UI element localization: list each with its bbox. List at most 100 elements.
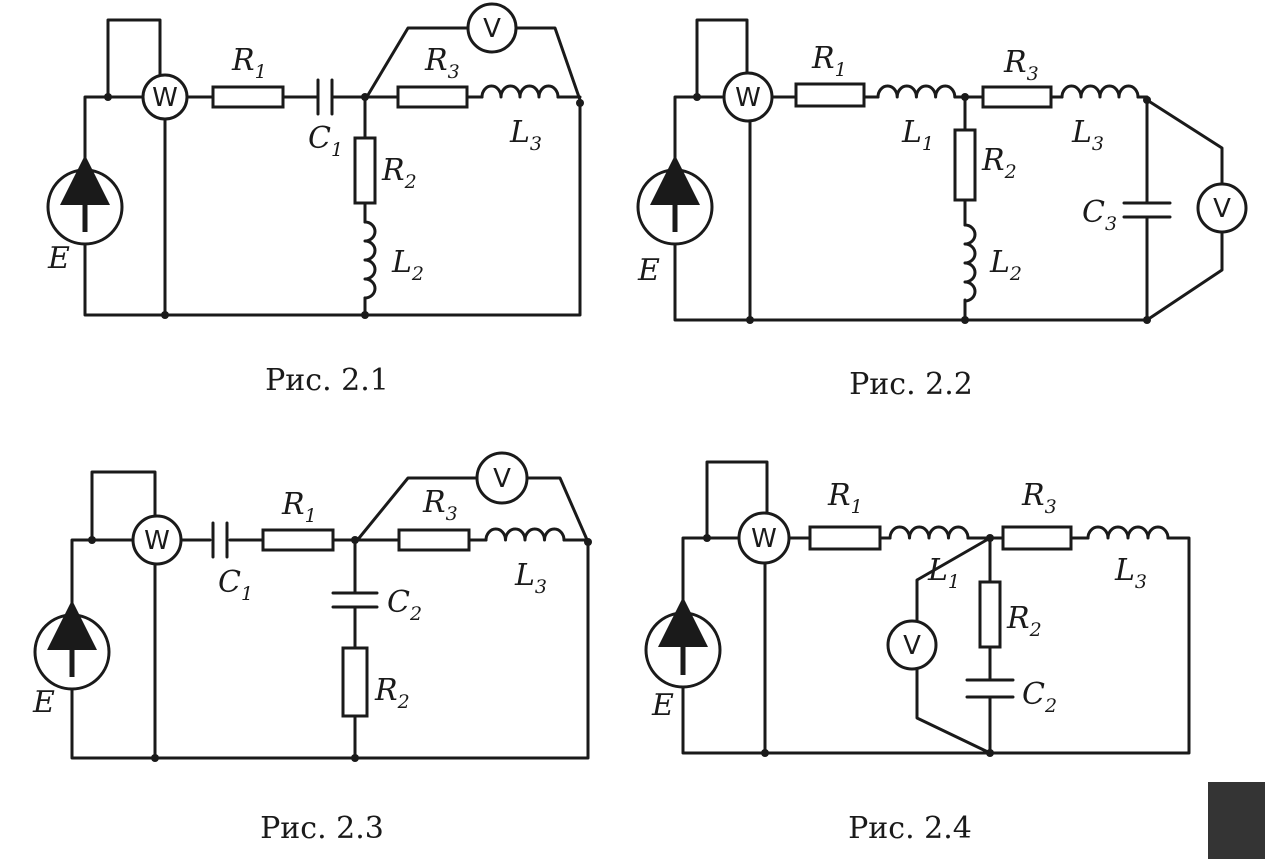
fig4-label-r1: R1 xyxy=(827,478,863,518)
fig1-voltmeter-label: V xyxy=(483,14,501,44)
fig2-capacitor-c3 xyxy=(1122,173,1172,247)
fig2-label-r1: R1 xyxy=(811,41,847,81)
fig2-voltmeter-label: V xyxy=(1213,194,1231,224)
figure-2-4: W V E R1 L1 R3 L3 R2 C2 Рис. 2.4 xyxy=(644,460,1191,846)
fig4-resistor-r1 xyxy=(808,525,882,551)
fig4-inductor-l1 xyxy=(888,525,970,540)
fig3-capacitor-c1 xyxy=(211,521,229,559)
fig1-label-r2: R2 xyxy=(381,153,417,193)
fig1-label-e: E xyxy=(47,241,70,276)
fig1-inductor-l2 xyxy=(363,220,377,300)
fig2-caption: Рис. 2.2 xyxy=(849,367,973,402)
fig2-junction-dot xyxy=(693,93,701,101)
fig2-resistor-r3 xyxy=(981,85,1053,109)
fig4-caption: Рис. 2.4 xyxy=(848,811,972,846)
fig2-label-l1: L1 xyxy=(901,115,934,155)
fig1-junction-dot xyxy=(104,93,112,101)
figure-2-1: W V E R1 C1 R3 L3 R2 L2 Рис. 2.1 xyxy=(46,2,584,398)
scan-smudge xyxy=(1208,782,1265,859)
fig4-voltmeter-label: V xyxy=(903,631,921,661)
fig3-label-e: E xyxy=(32,685,55,720)
fig2-inductor-l3 xyxy=(1060,84,1140,99)
fig1-label-r3: R3 xyxy=(424,43,460,83)
fig4-voltmeter xyxy=(886,619,938,671)
fig3-junction-dot xyxy=(351,754,359,762)
fig1-junction-dot xyxy=(361,311,369,319)
fig3-label-r3: R3 xyxy=(422,485,458,525)
fig2-junction-dot xyxy=(1143,96,1151,104)
fig3-label-l3: L3 xyxy=(514,558,547,598)
fig1-resistor-r1 xyxy=(211,85,285,109)
fig2-wires xyxy=(673,18,1224,322)
fig2-junction-dot xyxy=(961,316,969,324)
fig1-resistor-r3 xyxy=(396,85,469,109)
fig1-wires xyxy=(83,18,582,317)
fig2-wattmeter-label: W xyxy=(735,83,761,113)
fig1-junction-dot xyxy=(361,93,369,101)
fig1-label-c1: C1 xyxy=(308,121,343,161)
fig2-inductor-l1 xyxy=(876,84,957,99)
fig1-label-r1: R1 xyxy=(231,43,267,83)
fig3-junction-dot xyxy=(584,538,592,546)
fig4-resistor-r2 xyxy=(978,580,1002,649)
fig3-label-c1: C1 xyxy=(218,565,253,605)
figure-2-3: W V E C1 R1 R3 L3 C2 R2 Рис. 2.3 xyxy=(32,451,592,846)
fig2-label-e: E xyxy=(637,253,660,288)
fig4-junction-dot xyxy=(703,534,711,542)
fig3-junction-dot xyxy=(351,536,359,544)
fig3-junction-dot xyxy=(151,754,159,762)
fig1-junction-dot xyxy=(161,311,169,319)
fig4-wattmeter-label: W xyxy=(751,524,777,554)
fig4-label-l3: L3 xyxy=(1114,553,1147,593)
fig3-capacitor-c2 xyxy=(331,591,379,609)
fig2-junction-dot xyxy=(961,93,969,101)
fig1-inductor-l3 xyxy=(480,84,560,99)
fig2-label-l2: L2 xyxy=(989,245,1022,285)
fig3-label-r2: R2 xyxy=(374,673,410,713)
fig4-resistor-r3 xyxy=(1001,525,1073,551)
fig1-label-l2: L2 xyxy=(391,245,424,285)
fig3-label-r1: R1 xyxy=(281,487,317,527)
fig1-label-l3: L3 xyxy=(509,115,542,155)
fig1-wattmeter xyxy=(141,73,189,121)
fig1-voltmeter xyxy=(466,2,518,54)
fig3-caption: Рис. 2.3 xyxy=(260,811,384,846)
fig3-junction-dot xyxy=(88,536,96,544)
fig2-label-r3: R3 xyxy=(1003,45,1039,85)
fig3-wattmeter xyxy=(131,514,183,566)
fig2-junction-dot xyxy=(1143,316,1151,324)
fig4-label-l1: L1 xyxy=(927,553,960,593)
fig1-resistor-r2 xyxy=(353,136,377,205)
fig4-label-c2: C2 xyxy=(1022,677,1057,717)
fig2-label-r2: R2 xyxy=(981,143,1017,183)
fig1-caption: Рис. 2.1 xyxy=(265,363,389,398)
fig3-label-c2: C2 xyxy=(387,585,422,625)
fig4-wires xyxy=(681,460,1191,755)
fig4-label-r3: R3 xyxy=(1021,478,1057,518)
fig2-resistor-r1 xyxy=(794,82,866,108)
fig2-wattmeter xyxy=(722,71,774,123)
fig2-voltmeter xyxy=(1196,182,1248,234)
fig4-inductor-l3 xyxy=(1086,525,1170,540)
fig4-junction-dot xyxy=(986,749,994,757)
fig3-voltmeter-label: V xyxy=(493,464,511,494)
fig2-label-l3: L3 xyxy=(1071,115,1104,155)
fig2-resistor-r2 xyxy=(953,128,977,202)
fig1-capacitor-c1 xyxy=(316,78,347,116)
fig4-junction-dot xyxy=(986,534,994,542)
fig4-wattmeter xyxy=(737,511,791,565)
fig3-resistor-r1 xyxy=(261,528,335,552)
fig3-voltmeter xyxy=(475,451,529,505)
fig4-label-r2: R2 xyxy=(1006,601,1042,641)
fig3-resistor-r2 xyxy=(341,646,369,718)
fig2-label-c3: C3 xyxy=(1082,195,1117,235)
fig3-inductor-l3 xyxy=(484,527,566,542)
fig4-junction-dot xyxy=(761,749,769,757)
fig2-inductor-l2 xyxy=(963,223,977,303)
figure-2-2: W V E R1 L1 R3 L3 R2 L2 C3 Рис. 2.2 xyxy=(636,18,1248,402)
fig3-resistor-r3 xyxy=(397,528,471,552)
fig4-capacitor-c2 xyxy=(965,678,1015,699)
fig4-label-e: E xyxy=(651,688,674,723)
fig3-wires xyxy=(70,470,590,760)
